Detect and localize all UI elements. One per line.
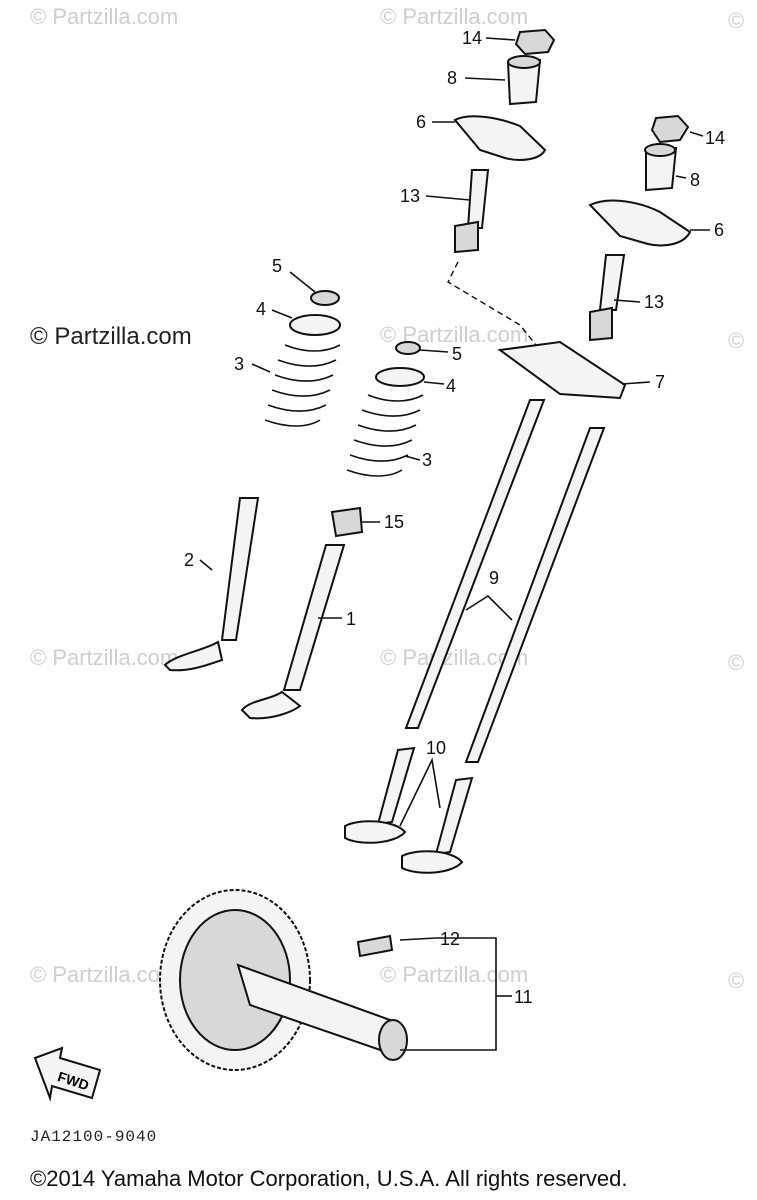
callout-6-right: 6 [714, 220, 724, 240]
cam-gear-11[interactable] [159, 889, 311, 1071]
callout-3-center: 3 [422, 450, 432, 470]
stud-13-top[interactable] [454, 169, 490, 254]
cotter-5-left[interactable] [310, 290, 340, 306]
lifter-10-right[interactable] [401, 776, 474, 874]
watermark-prominent: © Partzilla.com [30, 323, 192, 350]
watermark-top-left: © Partzilla.com [30, 4, 179, 29]
adjuster-8-top[interactable] [506, 55, 542, 106]
watermark-mid-right: © [728, 328, 745, 353]
callout-8-top: 8 [447, 68, 457, 88]
callout-8-right: 8 [690, 170, 700, 190]
spring-3-center[interactable] [346, 394, 424, 477]
callout-4-center: 4 [446, 376, 456, 396]
nut-14-right[interactable] [650, 114, 690, 144]
callout-7: 7 [655, 372, 665, 392]
retainer-4-center[interactable] [375, 367, 425, 387]
valve-1[interactable] [240, 544, 346, 720]
leader-lines [199, 37, 710, 1051]
callouts: 14 8 6 13 14 8 6 13 7 5 4 3 5 4 3 15 2 1… [184, 28, 725, 1007]
callout-2: 2 [184, 550, 194, 570]
cotter-5-center[interactable] [395, 341, 421, 355]
callout-14-right: 14 [705, 128, 725, 148]
guide-plate-7[interactable] [497, 340, 627, 400]
callout-14-top: 14 [462, 28, 482, 48]
push-rod-9-left[interactable] [404, 399, 546, 729]
push-rod-9-right[interactable] [464, 427, 606, 763]
callout-5-center: 5 [452, 344, 462, 364]
callout-9: 9 [489, 568, 499, 588]
stud-13-right[interactable] [589, 254, 626, 342]
watermark-top-right: © [728, 8, 745, 33]
callout-1: 1 [346, 609, 356, 629]
watermark-top-center: © Partzilla.com [380, 4, 529, 29]
watermark-bottom-left: © Partzilla.com [30, 962, 179, 987]
watermark-low-left: © Partzilla.com [30, 645, 179, 670]
pin-12[interactable] [356, 934, 394, 958]
rocker-arm-6-top[interactable] [453, 115, 547, 161]
nut-14-top[interactable] [514, 28, 556, 56]
callout-3-left: 3 [234, 354, 244, 374]
callout-10: 10 [426, 738, 446, 758]
callout-11: 11 [514, 987, 533, 1007]
watermark-bottom-center: © Partzilla.com [380, 962, 529, 987]
copyright-notice: ©2014 Yamaha Motor Corporation, U.S.A. A… [30, 1166, 628, 1191]
retainer-4-left[interactable] [289, 314, 341, 336]
diagram-code: JA12100-9040 [30, 1128, 158, 1146]
callout-4-left: 4 [256, 299, 266, 319]
valve-2[interactable] [163, 497, 260, 672]
callout-5-left: 5 [272, 256, 282, 276]
dashed-guide-top [447, 261, 541, 351]
rocker-arm-6-right[interactable] [588, 199, 692, 247]
callout-13-right: 13 [644, 292, 664, 312]
callout-13-top: 13 [400, 186, 420, 206]
spring-3-left[interactable] [264, 344, 341, 427]
watermark-low-right: © [728, 650, 745, 675]
valve-seal-15[interactable] [330, 506, 364, 538]
watermark-bottom-right: © [728, 968, 745, 993]
lifter-10-left[interactable] [344, 746, 416, 844]
callout-12: 12 [440, 929, 460, 949]
callout-6-top: 6 [416, 112, 426, 132]
callout-15: 15 [384, 512, 404, 532]
fwd-arrow: FWD [33, 1046, 102, 1102]
adjuster-8-right[interactable] [644, 143, 678, 192]
